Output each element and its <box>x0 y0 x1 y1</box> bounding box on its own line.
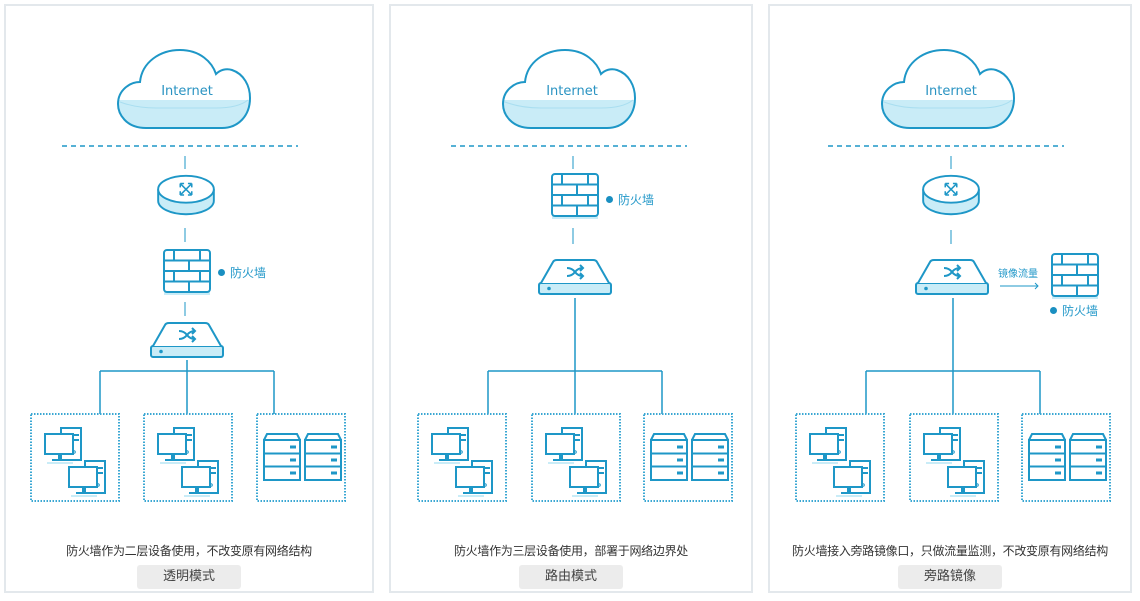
pc-group-box <box>909 413 999 502</box>
tree-links <box>487 298 663 414</box>
server-icon <box>1069 433 1107 481</box>
server-group-box <box>1021 413 1111 502</box>
mode-description: 防火墙接入旁路镜像口，只做流量监测，不改变原有网络结构 <box>792 544 1108 558</box>
firewall-icon <box>163 249 211 296</box>
server-group-box <box>256 413 346 502</box>
internet-label: Internet <box>546 84 598 99</box>
device-boxes <box>30 413 346 502</box>
server-group-box <box>643 413 733 502</box>
arrow-head-icon <box>1034 282 1039 290</box>
pc-icon <box>923 427 961 464</box>
topology-diagram <box>30 6 346 502</box>
server-icon <box>650 433 688 481</box>
bullet-dot-icon <box>1050 307 1057 314</box>
server-icon <box>263 433 301 481</box>
device-boxes <box>417 413 733 502</box>
pc-icon <box>569 460 607 497</box>
server-icon <box>691 433 729 481</box>
tree-links <box>99 360 275 414</box>
pc-group-box <box>417 413 507 502</box>
pc-icon <box>431 427 469 464</box>
bypass-mirror-button[interactable]: 旁路镜像 <box>898 565 1002 589</box>
internet-label: Internet <box>925 84 977 99</box>
pc-icon <box>157 427 195 464</box>
firewall-label: 防火墙 <box>218 264 266 281</box>
pc-icon <box>809 427 847 464</box>
pc-icon <box>44 427 82 464</box>
topology-diagram <box>795 6 1111 502</box>
mode-description: 防火墙作为二层设备使用，不改变原有网络结构 <box>66 544 312 558</box>
tree-links <box>865 298 1041 414</box>
firewall-icon <box>1051 253 1099 300</box>
pc-group-box <box>795 413 885 502</box>
firewall-icon <box>551 173 599 220</box>
panel-routing-mode: Internet 防火墙 防火墙作为三层设备使用，部署于网络边界处 路由模式 <box>389 4 753 593</box>
panel-transparent-mode: Internet 防火墙 防火墙作为二层设备使用，不改变原有网络结构 透明模式 <box>4 4 374 593</box>
routing-mode-button[interactable]: 路由模式 <box>519 565 623 589</box>
panel-bypass-mirror-mode: Internet 镜像流量 防火墙 防火墙接入旁路镜像口，只做流量监测，不改变原… <box>768 4 1132 593</box>
pc-group-box <box>30 413 120 502</box>
server-icon <box>304 433 342 481</box>
switch-icon <box>150 322 224 358</box>
pc-group-box <box>143 413 233 502</box>
pc-icon <box>455 460 493 497</box>
firewall-label: 防火墙 <box>606 191 654 208</box>
mirror-traffic-label: 镜像流量 <box>998 269 1038 280</box>
router-icon <box>922 174 980 216</box>
pc-icon <box>947 460 985 497</box>
firewall-label: 防火墙 <box>1050 302 1098 319</box>
pc-icon <box>833 460 871 497</box>
pc-group-box <box>531 413 621 502</box>
mode-description: 防火墙作为三层设备使用，部署于网络边界处 <box>453 544 688 558</box>
server-icon <box>1028 433 1066 481</box>
switch-icon <box>538 259 612 295</box>
bullet-dot-icon <box>606 196 613 203</box>
transparent-mode-button[interactable]: 透明模式 <box>137 565 241 589</box>
device-boxes <box>795 413 1111 502</box>
pc-icon <box>545 427 583 464</box>
topology-diagram <box>417 6 733 502</box>
switch-icon <box>915 259 989 295</box>
bullet-dot-icon <box>218 269 225 276</box>
router-icon <box>157 174 215 216</box>
pc-icon <box>181 460 219 497</box>
pc-icon <box>68 460 106 497</box>
internet-label: Internet <box>161 84 213 99</box>
